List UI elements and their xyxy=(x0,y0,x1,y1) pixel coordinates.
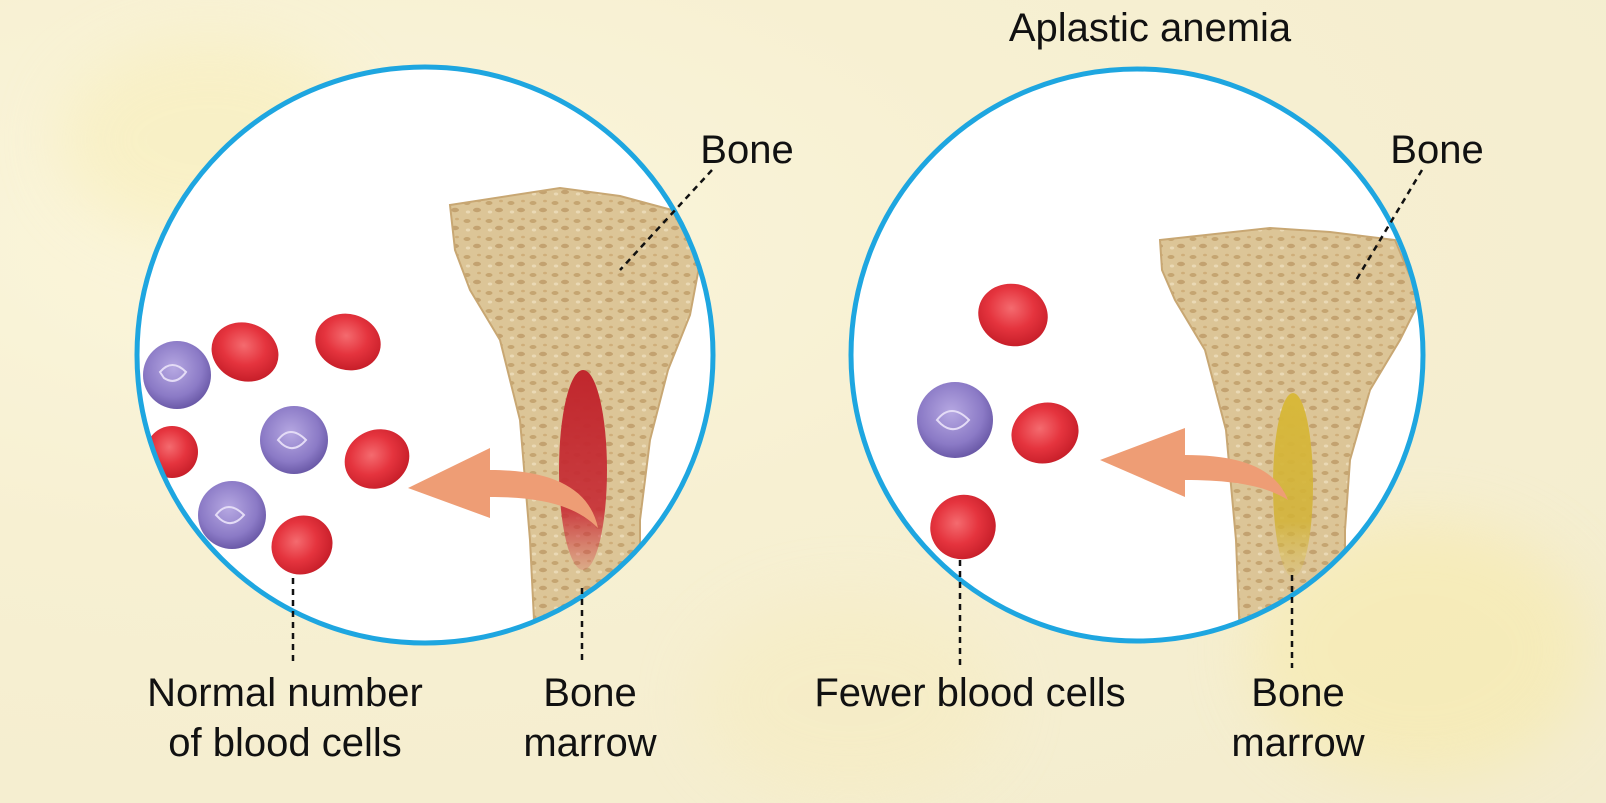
normal-cells-label: Normal number of blood cells xyxy=(110,668,460,768)
aplastic-marrow-label-line2: marrow xyxy=(1231,721,1365,765)
normal-cells-label-line1: Normal number xyxy=(147,671,423,715)
aplastic-cells-label: Fewer blood cells xyxy=(814,671,1126,715)
normal-white-blood-cell xyxy=(260,406,328,474)
normal-white-blood-cell xyxy=(198,481,266,549)
normal-cells-label-line2: of blood cells xyxy=(168,721,402,765)
aplastic-fatty-marrow xyxy=(1273,393,1313,577)
normal-bone-leader xyxy=(619,169,713,271)
aplastic-marrow-label-line1: Bone xyxy=(1251,671,1345,715)
normal-marrow-label-line2: marrow xyxy=(523,721,657,765)
aplastic-panel xyxy=(848,66,1426,668)
aplastic-red-blood-cell xyxy=(1011,402,1079,464)
aplastic-red-blood-cell xyxy=(978,283,1048,347)
diagram-title: Aplastic anemia xyxy=(1008,6,1292,50)
background-blob xyxy=(700,600,1000,800)
aplastic-white-blood-cell xyxy=(917,382,993,458)
normal-healthy-marrow xyxy=(559,370,607,570)
aplastic-circle-outline xyxy=(848,66,1426,644)
normal-arrow xyxy=(408,448,598,528)
normal-marrow-label: Bone marrow xyxy=(520,668,660,768)
normal-red-blood-cell xyxy=(271,515,333,575)
normal-bone-label: Bone xyxy=(700,128,794,172)
normal-red-blood-cell xyxy=(344,429,410,489)
normal-marrow-label-line1: Bone xyxy=(543,671,637,715)
normal-red-blood-cell xyxy=(315,313,381,371)
normal-white-blood-cell xyxy=(143,341,211,409)
aplastic-red-blood-cell xyxy=(930,494,996,560)
aplastic-marrow-label: Bone marrow xyxy=(1228,668,1368,768)
normal-red-blood-cell xyxy=(211,322,279,382)
aplastic-bone-label: Bone xyxy=(1390,128,1484,172)
normal-panel xyxy=(134,64,716,665)
aplastic-arrow xyxy=(1100,428,1288,500)
normal-circle-outline xyxy=(134,64,716,646)
